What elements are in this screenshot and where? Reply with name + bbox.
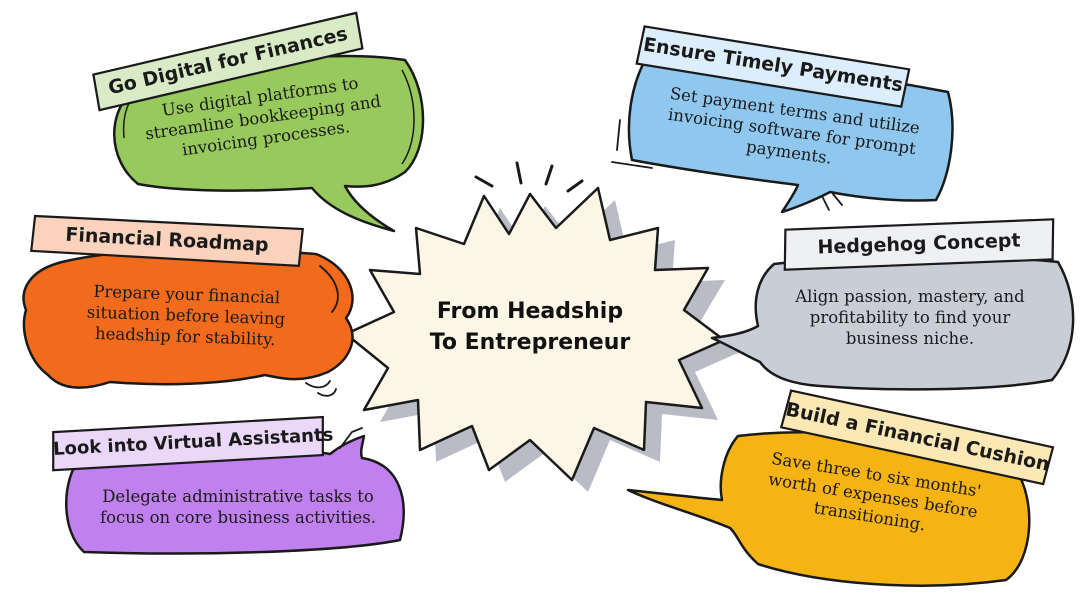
text-hedgehog-concept-line-1: Align passion, mastery, and (795, 287, 1025, 306)
bubble-timely-payments (611, 25, 954, 214)
text-virtual-assistants-line-1: Delegate administrative tasks to (102, 487, 374, 506)
center-starburst (344, 161, 740, 492)
bubble-financial-roadmap (22, 214, 354, 397)
label-financial-cushion-box (779, 389, 1055, 486)
text-virtual-assistants-line-2: focus on core business activities. (100, 508, 376, 527)
center-title: From Headship To Entrepreneur (395, 296, 665, 358)
bubble-go-digital-shape (113, 54, 425, 233)
label-timely-payments-box (635, 25, 911, 108)
center-accent-strokes (474, 161, 584, 193)
center-title-line-1: From Headship (436, 299, 624, 324)
bubble-timely-payments-sketch (611, 119, 843, 211)
label-virtual-assistants-box (52, 415, 324, 472)
bubble-financial-cushion (626, 389, 1055, 587)
label-financial-roadmap-box (30, 214, 304, 268)
text-hedgehog-concept-line-3: business niche. (845, 329, 975, 348)
bubble-financial-roadmap-sketch (305, 265, 339, 397)
center-starburst-shape (344, 186, 726, 482)
bubble-virtual-assistants (52, 415, 405, 555)
bubble-virtual-assistants-sketch (339, 427, 363, 449)
text-hedgehog-concept-line-2: profitability to find your (809, 308, 1011, 327)
label-go-digital-box (92, 11, 364, 112)
bubble-hedgehog-concept (710, 218, 1075, 391)
text-hedgehog-concept: Align passion, mastery, and profitabilit… (770, 286, 1050, 349)
text-virtual-assistants: Delegate administrative tasks to focus o… (76, 486, 400, 528)
center-title-line-2: To Entrepreneur (429, 330, 631, 355)
bubble-go-digital (92, 11, 425, 233)
text-financial-roadmap: Prepare your financial situation before … (45, 279, 327, 352)
label-hedgehog-concept-box (783, 218, 1055, 271)
